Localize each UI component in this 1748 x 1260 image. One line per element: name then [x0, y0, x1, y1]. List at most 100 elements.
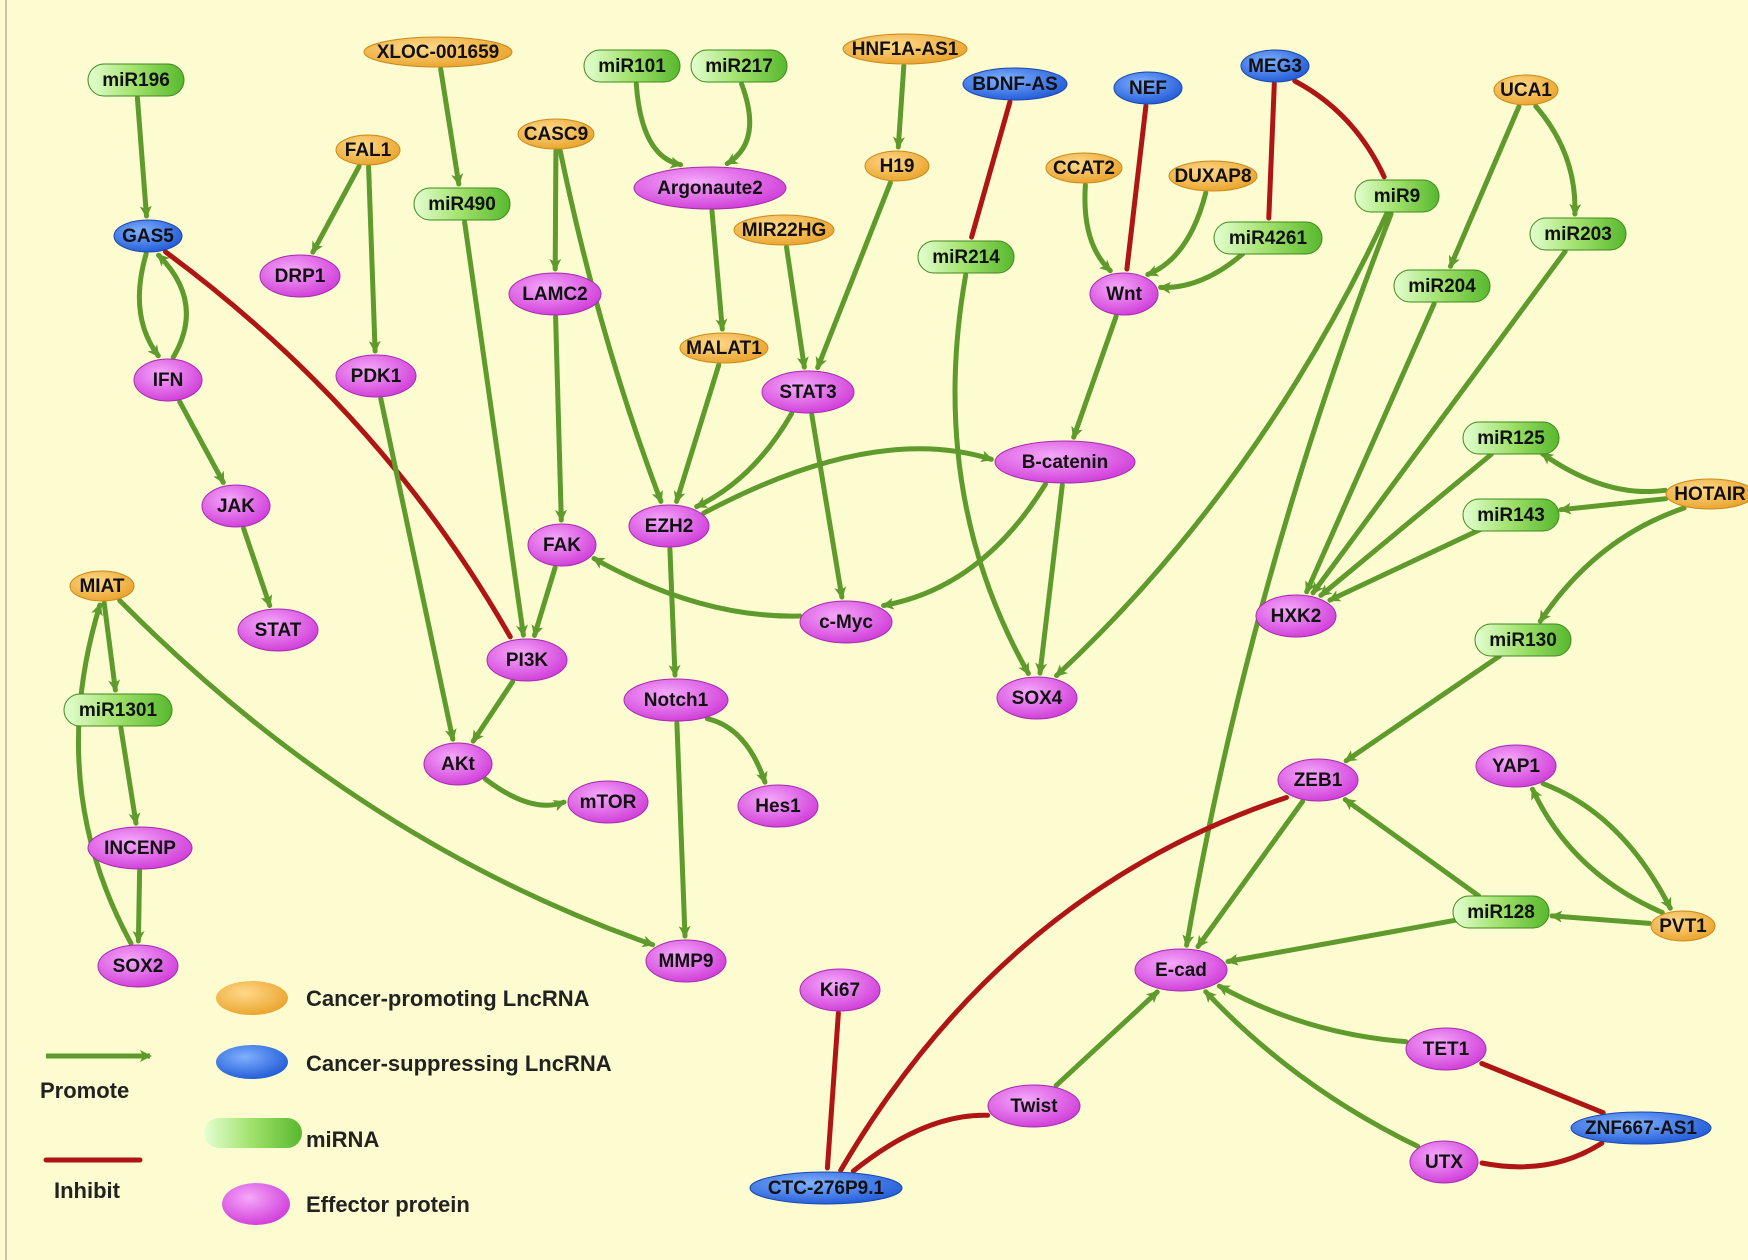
node-yap1-shape: [1475, 744, 1557, 788]
node-mir130: miR130: [1474, 623, 1572, 657]
node-jak-label: JAK: [217, 496, 255, 517]
edge-inhibit-ctc-to-zeb1: [838, 795, 1289, 1173]
edge-promote-mir9-to-ecad: [1182, 211, 1394, 948]
legend-lnc-suppressing-swatch: [216, 1045, 288, 1079]
node-mir204: miR204: [1393, 269, 1491, 303]
node-lamc2: LAMC2: [508, 272, 602, 316]
node-gas5-shape: [113, 219, 183, 253]
node-wnt-label: Wnt: [1106, 284, 1143, 305]
edge-promote-twist-to-ecad: [1053, 989, 1160, 1089]
node-mtor-label: mTOR: [580, 792, 637, 813]
edge-promote-pvt1-to-yap1: [1530, 786, 1665, 915]
node-mir22hg: MIR22HG: [733, 214, 835, 246]
node-notch1-shape: [623, 678, 729, 722]
node-mir214-shape: [917, 240, 1015, 274]
node-utx: UTX: [1409, 1140, 1479, 1184]
node-xloc-shape: [363, 36, 513, 68]
node-casc9: CASC9: [517, 118, 595, 150]
edge-inhibit-gas5-to-pi3k: [162, 249, 513, 640]
node-stat: STAT: [237, 608, 319, 652]
node-znf667: ZNF667-AS1: [1570, 1111, 1712, 1145]
node-fal1-label: FAL1: [345, 140, 392, 161]
node-h19-shape: [864, 150, 930, 182]
edge-promote-mir9-to-sox4: [1054, 211, 1390, 679]
node-pi3k-label: PI3K: [506, 650, 549, 671]
node-mir214: miR214: [917, 240, 1015, 274]
node-mir490: miR490: [413, 187, 511, 221]
node-mir125-label: miR125: [1477, 428, 1545, 449]
node-meg3-label: MEG3: [1248, 56, 1302, 77]
node-mir130-label: miR130: [1489, 630, 1557, 651]
node-hes1: Hes1: [737, 784, 819, 828]
node-mmp9: MMP9: [645, 939, 727, 983]
node-mir4261: miR4261: [1213, 221, 1323, 255]
node-fak: FAK: [527, 523, 597, 567]
node-sox2-shape: [97, 944, 179, 988]
node-ezh2: EZH2: [628, 504, 710, 548]
node-wnt: Wnt: [1089, 272, 1159, 316]
node-cmyc-label: c-Myc: [819, 612, 873, 633]
node-mir143-label: miR143: [1477, 505, 1545, 526]
node-ctc-label: CTC-276P9.1: [768, 1178, 885, 1199]
node-mir9-label: miR9: [1374, 186, 1420, 207]
edge-promote-ezh2-to-notch1: [667, 546, 681, 678]
node-mir9: miR9: [1354, 179, 1440, 213]
node-hotair: HOTAIR: [1665, 478, 1748, 510]
node-ifn-shape: [133, 358, 203, 402]
node-stat3-shape: [761, 370, 855, 414]
node-mir125-shape: [1462, 421, 1560, 455]
edge-promote-mir203-to-hxk2: [1310, 248, 1568, 596]
edge-promote-lamc2-to-fak: [553, 314, 568, 523]
node-incenp-shape: [87, 826, 193, 870]
node-xloc-label: XLOC-001659: [377, 42, 500, 63]
edge-promote-pvt1-to-mir128: [1549, 910, 1652, 926]
legend-lnc-promoting-label: Cancer-promoting LncRNA: [306, 986, 590, 1011]
node-mir4261-label: miR4261: [1229, 228, 1308, 249]
node-mir217-shape: [690, 49, 788, 83]
node-mir217: miR217: [690, 49, 788, 83]
node-sox2-label: SOX2: [113, 956, 164, 977]
legend-promote-label: Promote: [40, 1078, 129, 1103]
node-akt-shape: [423, 742, 493, 786]
node-incenp: INCENP: [87, 826, 193, 870]
node-fak-shape: [527, 523, 597, 567]
node-jak: JAK: [201, 484, 271, 528]
node-miat-label: MIAT: [79, 576, 124, 597]
node-twist-shape: [987, 1084, 1081, 1128]
edge-promote-mir4261-to-wnt: [1158, 251, 1246, 294]
node-mir490-shape: [413, 187, 511, 221]
node-drp1: DRP1: [259, 254, 341, 298]
node-hxk2-shape: [1255, 594, 1337, 638]
node-yap1: YAP1: [1475, 744, 1557, 788]
edge-promote-hotair-to-mir130: [1537, 505, 1687, 624]
node-ccat2: CCAT2: [1045, 152, 1123, 184]
node-ecad-label: E-cad: [1155, 960, 1207, 981]
edge-promote-mir204-to-hxk2: [1304, 301, 1437, 595]
node-gas5: GAS5: [113, 219, 183, 253]
node-bcatenin: B-catenin: [994, 440, 1136, 484]
node-fak-label: FAK: [543, 535, 581, 556]
edge-promote-miat-to-mir1301: [101, 600, 121, 693]
node-mir9-shape: [1354, 179, 1440, 213]
node-uca1: UCA1: [1493, 74, 1559, 106]
node-tet1-label: TET1: [1423, 1039, 1470, 1060]
node-uca1-label: UCA1: [1500, 80, 1552, 101]
edge-promote-mir217-to-argonaute2: [724, 81, 753, 167]
node-utx-label: UTX: [1425, 1152, 1463, 1173]
edge-promote-duxap8-to-wnt: [1145, 190, 1209, 277]
node-duxap8-label: DUXAP8: [1174, 166, 1251, 187]
node-stat-label: STAT: [255, 620, 302, 641]
node-akt: AKt: [423, 742, 493, 786]
edge-promote-mir196-to-gas5: [134, 95, 152, 219]
edge-inhibit-ctc-to-twist: [850, 1112, 991, 1174]
node-mir196-label: miR196: [102, 70, 170, 91]
node-ki67-label: Ki67: [820, 980, 860, 1001]
node-mir1301: miR1301: [63, 693, 173, 727]
node-ecad: E-cad: [1134, 948, 1228, 992]
node-bdnf-label: BDNF-AS: [972, 74, 1058, 95]
node-ki67-shape: [799, 968, 881, 1012]
node-drp1-shape: [259, 254, 341, 298]
node-mir1301-label: miR1301: [79, 700, 158, 721]
node-bcatenin-shape: [994, 440, 1136, 484]
node-pdk1: PDK1: [335, 354, 417, 398]
